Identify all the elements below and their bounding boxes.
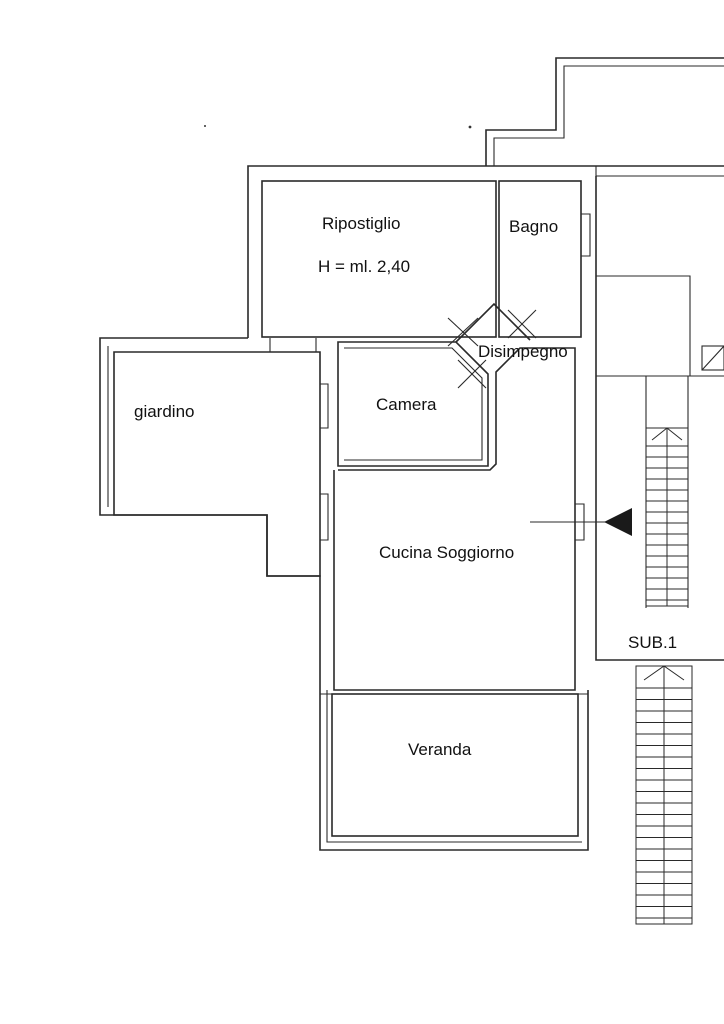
room-camera bbox=[337, 341, 489, 467]
stair-landing-block bbox=[595, 176, 724, 661]
disimpegno-corridor bbox=[447, 302, 537, 389]
label-unit-sub: SUB.1 bbox=[628, 633, 678, 652]
label-ripostiglio: Ripostiglio bbox=[322, 214, 401, 233]
room-cucina-soggiorno bbox=[333, 347, 576, 691]
room-ripostiglio bbox=[261, 180, 497, 338]
staircase-lower bbox=[635, 665, 693, 925]
room-giardino bbox=[113, 351, 321, 577]
label-camera: Camera bbox=[376, 395, 437, 414]
staircase-upper bbox=[645, 427, 689, 607]
entrance-arrow bbox=[530, 508, 632, 536]
label-disimpegno: Disimpegno bbox=[478, 342, 568, 361]
label-height-note: H = ml. 2,40 bbox=[318, 257, 411, 276]
upper-building-outline bbox=[485, 57, 724, 166]
label-bagno: Bagno bbox=[509, 217, 559, 236]
room-veranda bbox=[331, 693, 579, 837]
room-bagno bbox=[498, 180, 582, 338]
label-giardino: giardino bbox=[134, 402, 195, 421]
label-veranda: Veranda bbox=[408, 740, 472, 759]
label-cucina-soggiorno: Cucina Soggiorno bbox=[379, 543, 515, 562]
